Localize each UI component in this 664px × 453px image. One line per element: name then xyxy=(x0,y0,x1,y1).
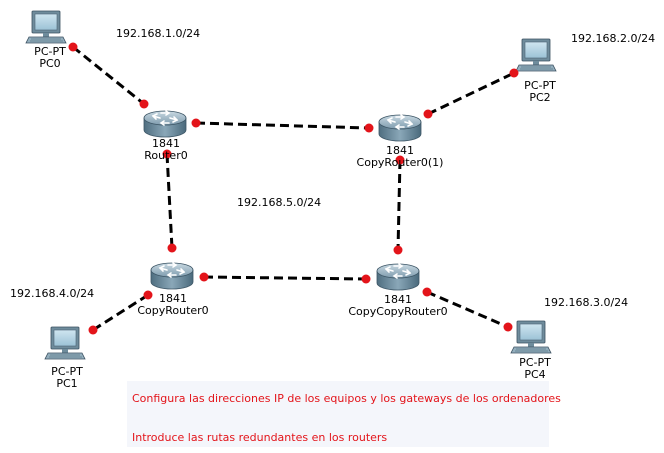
port-status-dot xyxy=(423,109,433,119)
link-copyrouter0-copycopyrouter0[interactable] xyxy=(203,275,367,281)
devices-layer xyxy=(25,10,557,360)
pc-icon[interactable] xyxy=(44,326,86,360)
router-icon[interactable] xyxy=(378,114,422,142)
port-status-dot xyxy=(88,325,98,335)
port-status-dot xyxy=(364,123,374,133)
port-status-dot xyxy=(422,287,432,297)
port-status-dot xyxy=(139,99,149,109)
device-name-label[interactable]: CopyCopyRouter0 xyxy=(348,305,448,318)
instructions-note[interactable] xyxy=(127,381,549,447)
network-label-192-168-2: 192.168.2.0/24 xyxy=(571,32,656,45)
link-pc0-router0[interactable] xyxy=(72,45,145,106)
device-type-label: 1841 xyxy=(384,293,412,306)
link-copycopyrouter0-pc4[interactable] xyxy=(426,290,509,329)
network-label-192-168-5: 192.168.5.0/24 xyxy=(237,196,322,209)
instruction-line-2: Introduce las rutas redundantes en los r… xyxy=(132,431,388,444)
pc-icon[interactable] xyxy=(25,10,67,44)
device-type-label: PC-PT xyxy=(524,79,556,92)
device-type-label: 1841 xyxy=(152,137,180,150)
device-type-label: 1841 xyxy=(386,144,414,157)
network-label-192-168-3: 192.168.3.0/24 xyxy=(544,296,629,309)
pc-icon[interactable] xyxy=(510,320,552,354)
port-status-dot xyxy=(199,272,209,282)
device-type-label: PC-PT xyxy=(51,365,83,378)
port-status-dot xyxy=(162,149,172,159)
network-label-192-168-1: 192.168.1.0/24 xyxy=(116,27,201,40)
links-layer xyxy=(72,45,515,332)
device-name-label[interactable]: PC0 xyxy=(39,57,61,70)
instruction-line-1: Configura las direcciones IP de los equi… xyxy=(132,392,561,405)
pc-icon[interactable] xyxy=(515,38,557,72)
device-name-label[interactable]: PC2 xyxy=(529,91,551,104)
router-icon[interactable] xyxy=(376,263,420,291)
device-name-label[interactable]: PC4 xyxy=(524,368,546,381)
link-copyrouter0_1-pc2[interactable] xyxy=(427,71,515,116)
port-status-dot xyxy=(361,274,371,284)
port-status-dot xyxy=(503,322,513,332)
port-status-dot xyxy=(167,243,177,253)
network-label-192-168-4: 192.168.4.0/24 xyxy=(10,287,95,300)
port-status-dot xyxy=(393,245,403,255)
ports-layer xyxy=(68,42,519,335)
link-copyrouter0_1-copycopyrouter0[interactable] xyxy=(396,159,402,251)
device-name-label[interactable]: CopyRouter0 xyxy=(137,304,209,317)
port-status-dot xyxy=(68,42,78,52)
device-type-label: 1841 xyxy=(159,292,187,305)
router-icon[interactable] xyxy=(143,110,187,138)
port-status-dot xyxy=(191,118,201,128)
link-copyrouter0-pc1[interactable] xyxy=(92,293,149,332)
device-type-label: PC-PT xyxy=(34,45,66,58)
link-router0-copyrouter0[interactable] xyxy=(165,153,174,249)
port-status-dot xyxy=(395,155,405,165)
device-name-label[interactable]: PC1 xyxy=(56,377,78,390)
device-name-label[interactable]: CopyRouter0(1) xyxy=(356,156,444,169)
router-icon[interactable] xyxy=(150,262,194,290)
port-status-dot xyxy=(143,290,153,300)
link-router0-copyrouter0_1[interactable] xyxy=(195,121,370,130)
port-status-dot xyxy=(509,68,519,78)
device-name-label[interactable]: Router0 xyxy=(144,149,188,162)
device-type-label: PC-PT xyxy=(519,356,551,369)
